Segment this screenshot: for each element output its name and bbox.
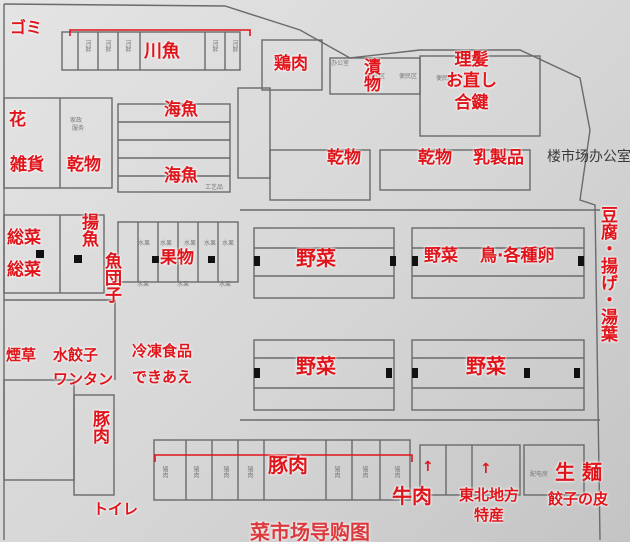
label-dried-goods-3: 乾物 (418, 148, 452, 168)
stall-text: 猪肉 (393, 466, 400, 478)
label-deli-1: 総菜 (7, 228, 41, 248)
stall-text: 猪肉 (246, 466, 253, 478)
stall-text: 河鲜 (211, 40, 218, 52)
stall-text: 水果 (177, 281, 190, 288)
stall-text: 便民区 (436, 75, 455, 82)
label-beef: 牛肉 (392, 484, 432, 508)
stall-text: 猪肉 (192, 466, 199, 478)
label-tofu-yuba: 豆腐・揚げ・湯葉 (597, 206, 617, 342)
label-pickles: 漬物 (360, 58, 380, 92)
label-sea-fish-1: 海魚 (164, 100, 198, 120)
stall-text: 工艺品 (205, 184, 224, 191)
label-vegetables-2: 野菜 (424, 246, 458, 266)
label-ready-made: できあえ (132, 368, 193, 386)
label-poultry-eggs: 鳥·各種卵 (480, 246, 555, 266)
label-fish-balls: 魚団子 (101, 252, 121, 303)
label-dairy: 乳製品 (473, 148, 524, 168)
stall-text: 河鲜 (124, 40, 131, 52)
label-noodles: 生 麺 (555, 460, 602, 484)
office-sign: 楼市场办公室 (547, 149, 630, 165)
stall-text: 便民区 (367, 73, 386, 80)
arrow-up-icon: ↑ (422, 459, 434, 475)
stall-text: 水果 (137, 281, 150, 288)
label-barber-repair-keys: 理髪 お直し 合鍵 (446, 50, 497, 113)
stall-text: 水果 (184, 240, 197, 247)
stall-text: 河鲜 (231, 40, 238, 52)
label-deli-2: 総菜 (7, 260, 41, 280)
stall-text: 水果 (138, 240, 151, 247)
stall-text: 水果 (160, 240, 173, 247)
stall-text: 办公室 (331, 60, 350, 67)
label-dumpling-wrappers: 餃子の皮 (548, 490, 609, 508)
label-pork-1: 豚肉 (89, 410, 109, 444)
label-vegetables-3: 野菜 (296, 354, 336, 378)
label-dried-goods-2: 乾物 (327, 148, 361, 168)
stall-text: 河鲜 (84, 40, 91, 52)
label-vegetables-4: 野菜 (466, 354, 506, 378)
label-vegetables-1: 野菜 (296, 246, 336, 270)
stall-text: 猪肉 (161, 466, 168, 478)
stall-text: 服务 (72, 125, 85, 132)
stall-text: 便民区 (399, 73, 418, 80)
label-northeast-specialties: 東北地方 特産 (459, 486, 520, 524)
stall-text: 配电房 (530, 471, 549, 478)
label-wonton: ワンタン (53, 370, 114, 388)
arrow-up-icon: ↑ (480, 461, 492, 477)
stall-text: 水果 (204, 240, 217, 247)
label-trash: ゴミ (10, 18, 43, 37)
stall-text: 水果 (219, 281, 232, 288)
stall-text: 水果 (222, 240, 235, 247)
market-sign: 菜市场导购图 (250, 520, 370, 542)
stall-text: 河鲜 (104, 40, 111, 52)
label-sea-fish-2: 海魚 (164, 166, 198, 186)
label-sundries: 雑貨 (10, 155, 44, 175)
label-toilet: トイレ (93, 500, 139, 518)
label-pork-2: 豚肉 (268, 453, 308, 477)
label-river-fish: 川魚 (144, 41, 180, 62)
label-fruit: 果物 (160, 248, 194, 268)
stall-text: 家政 (70, 117, 83, 124)
label-tobacco: 煙草 (6, 346, 37, 364)
stall-text: 猪肉 (222, 466, 229, 478)
label-dried-goods-1: 乾物 (67, 155, 101, 175)
label-chicken: 鶏肉 (274, 54, 308, 74)
label-fried-fish: 揚魚 (78, 213, 98, 247)
stall-text: 猪肉 (333, 466, 340, 478)
label-frozen-food: 冷凍食品 (132, 342, 193, 360)
label-boiled-dumplings: 水餃子 (53, 346, 99, 364)
stall-text: 猪肉 (361, 466, 368, 478)
label-flowers: 花 (9, 110, 26, 130)
